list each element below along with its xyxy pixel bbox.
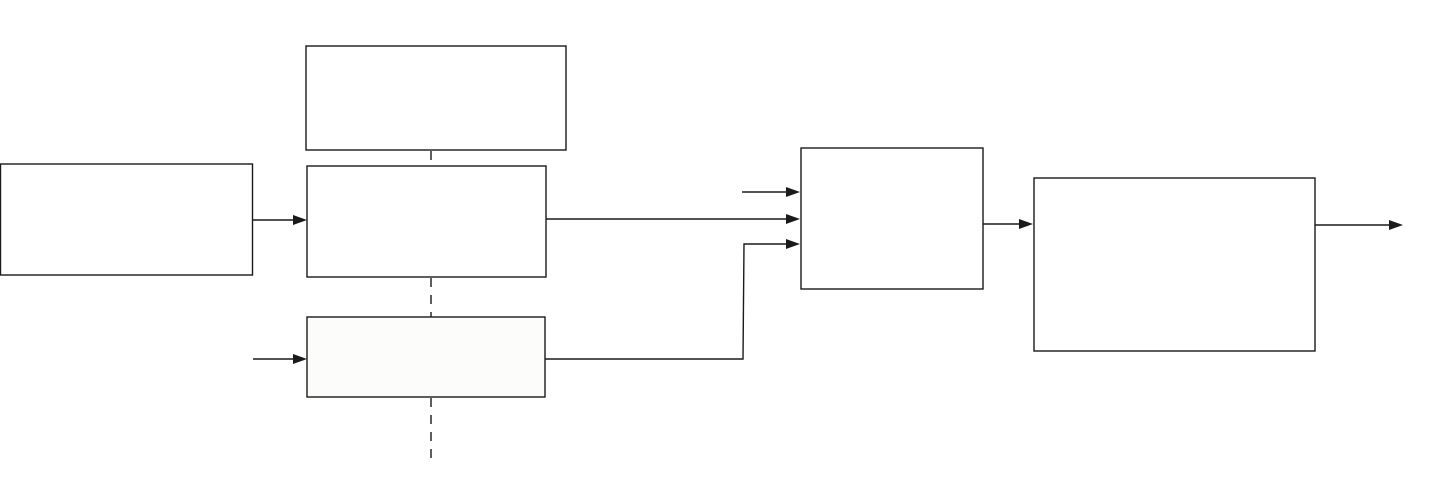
arrowhead-output-out (1389, 220, 1403, 230)
arrow-lower-to-mixer (545, 243, 790, 360)
arrowhead-mixer-to-output (1019, 219, 1033, 229)
mixer-block (800, 147, 984, 290)
left-block (0, 163, 254, 276)
arrowhead-external-to-mixer (786, 187, 800, 197)
output-block (1033, 177, 1316, 352)
top-block (305, 45, 567, 151)
arrowhead-center-to-mixer (786, 214, 800, 224)
arrowhead-left-to-center (293, 215, 307, 225)
arrowhead-lower-to-mixer (786, 239, 800, 249)
arrowhead-input-to-lower (293, 354, 307, 364)
lower-block (306, 316, 546, 398)
center-block (306, 165, 547, 278)
